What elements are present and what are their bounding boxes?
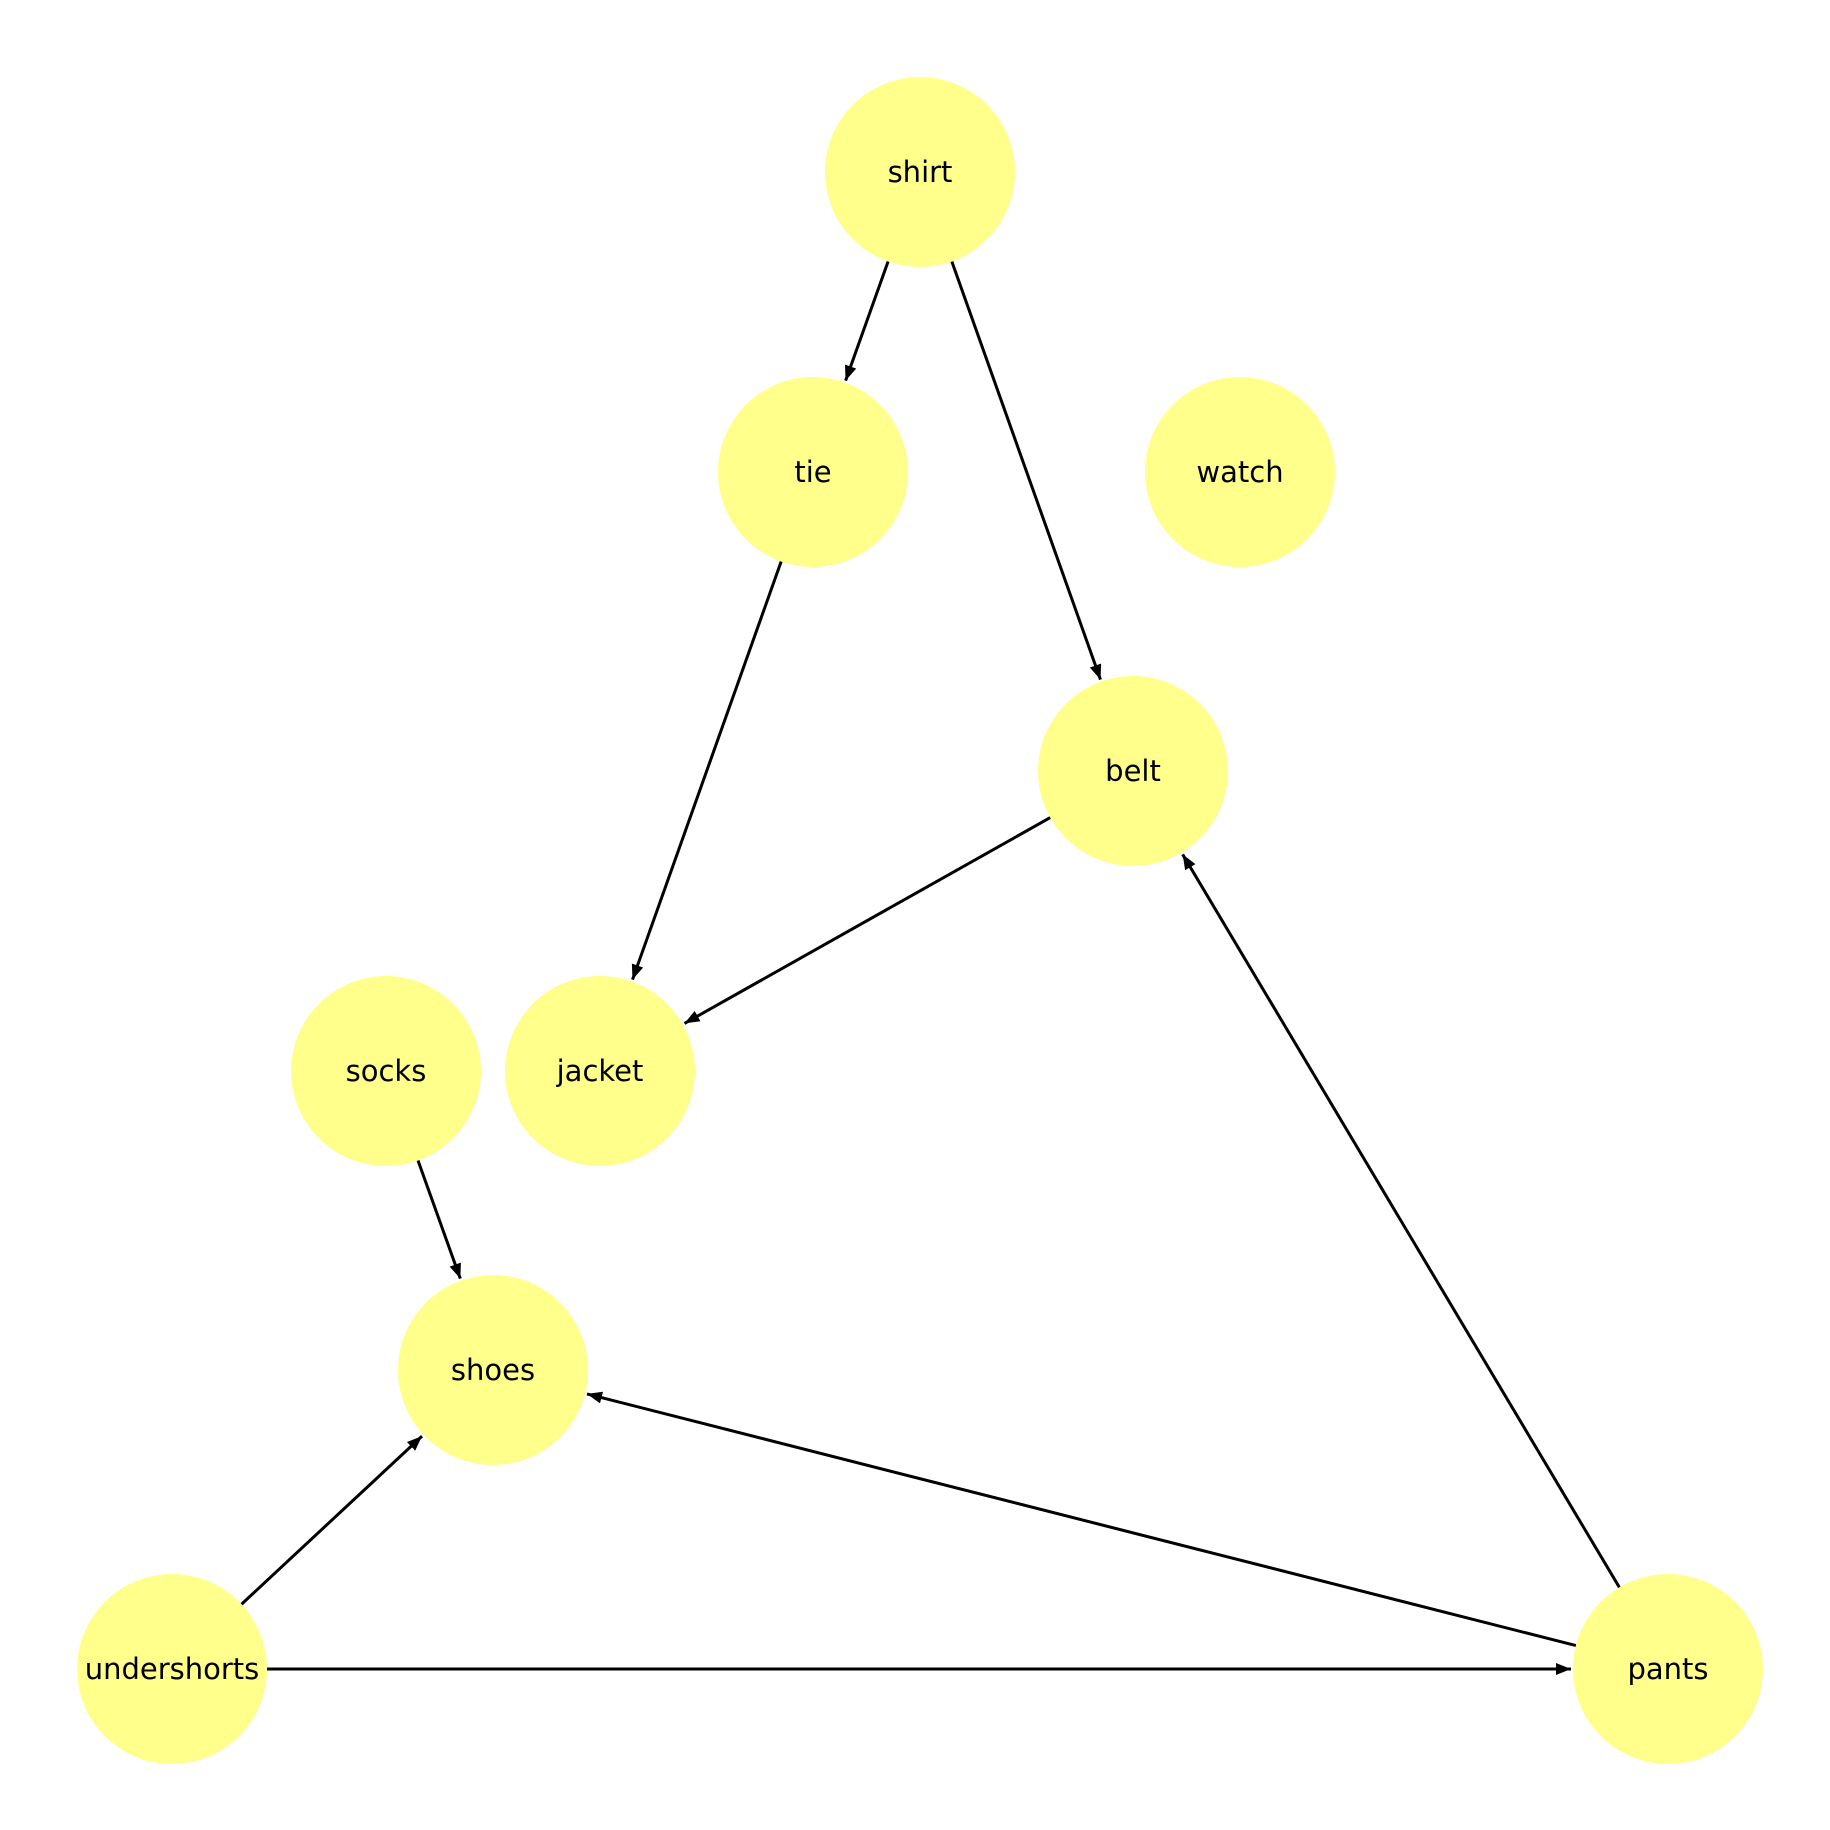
edge-pants-to-belt (1181, 853, 1621, 1589)
edge-undershorts-to-shoes (240, 1435, 424, 1606)
edge-belt-to-jacket (683, 816, 1051, 1025)
node-label-socks: socks (346, 1054, 427, 1088)
node-shoes: shoes (398, 1275, 588, 1465)
edge-tie-to-jacket (631, 561, 783, 981)
node-belt: belt (1038, 676, 1228, 866)
node-circle-jacket (505, 976, 695, 1166)
nodes-layer: shirt tie watch belt socks jacket shoes undersh… (77, 77, 1763, 1764)
node-watch: watch (1145, 377, 1335, 567)
node-circle-socks (291, 976, 481, 1166)
edge-shirt-to-belt (950, 261, 1102, 681)
node-label-tie: tie (794, 455, 831, 489)
node-label-jacket: jacket (556, 1054, 644, 1088)
node-circle-shirt (825, 77, 1015, 267)
node-tie: tie (718, 377, 908, 567)
node-circle-watch (1145, 377, 1335, 567)
node-label-shirt: shirt (888, 155, 953, 189)
node-label-pants: pants (1627, 1652, 1708, 1686)
node-circle-undershorts (77, 1574, 267, 1764)
node-label-belt: belt (1105, 754, 1161, 788)
node-circle-tie (718, 377, 908, 567)
node-label-watch: watch (1196, 455, 1283, 489)
node-undershorts: undershorts (77, 1574, 267, 1764)
edges-layer (240, 260, 1621, 1675)
edge-socks-to-shoes (416, 1159, 462, 1280)
node-jacket: jacket (505, 976, 695, 1166)
node-circle-pants (1573, 1574, 1763, 1764)
edge-shirt-to-tie (844, 260, 890, 382)
node-circle-shoes (398, 1275, 588, 1465)
node-label-shoes: shoes (451, 1353, 535, 1387)
node-label-undershorts: undershorts (85, 1652, 260, 1686)
node-pants: pants (1573, 1574, 1763, 1764)
edge-pants-to-shoes (586, 1391, 1577, 1648)
node-socks: socks (291, 976, 481, 1166)
node-circle-belt (1038, 676, 1228, 866)
node-shirt: shirt (825, 77, 1015, 267)
